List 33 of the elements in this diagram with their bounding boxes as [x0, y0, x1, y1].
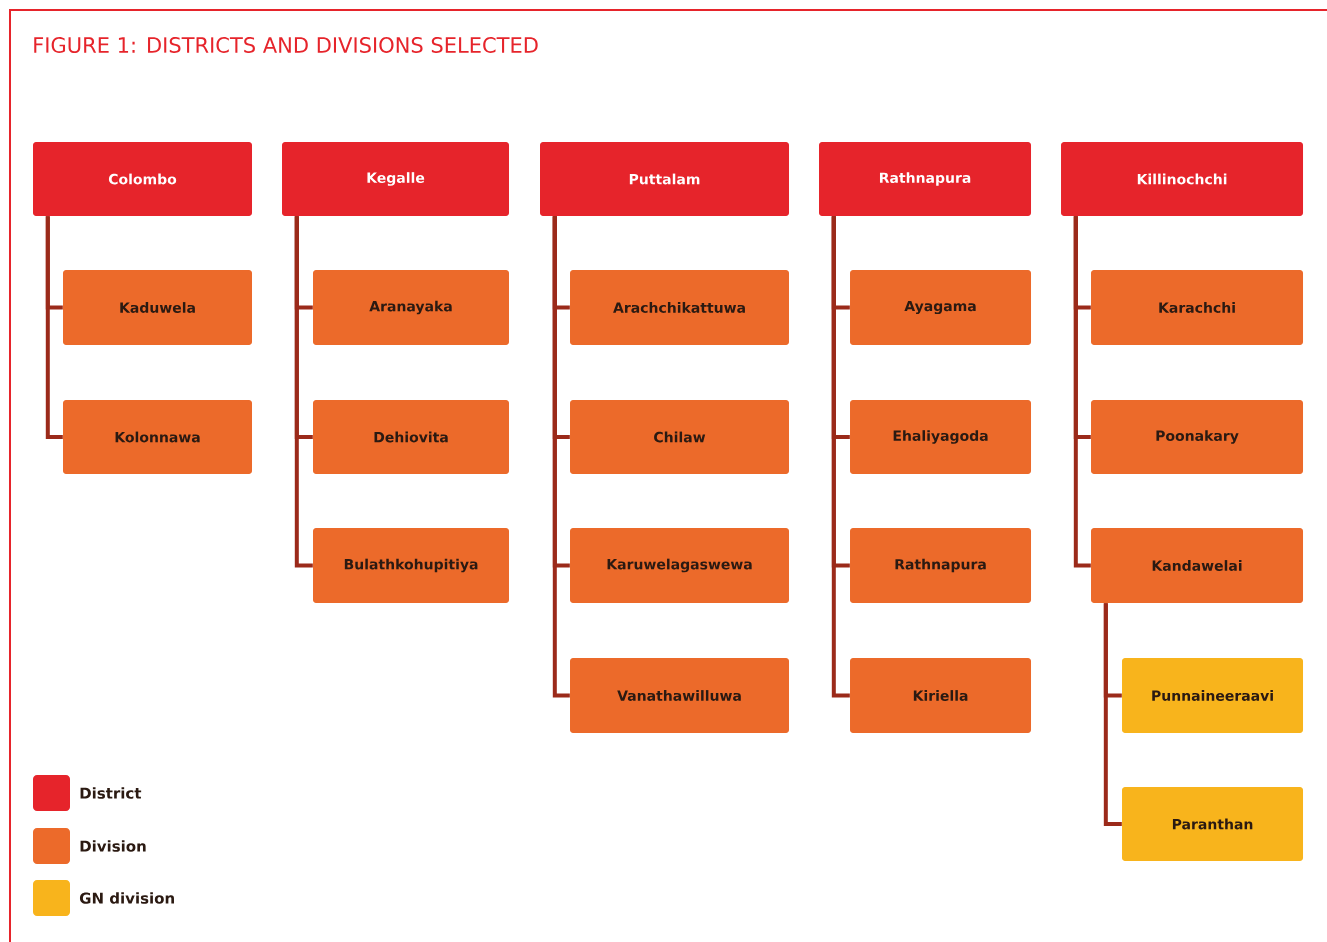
district-box: Puttalam [540, 142, 789, 216]
division-box: Kolonnawa [63, 400, 252, 474]
connector-line [1103, 603, 1122, 826]
district-box: Kegalle [282, 142, 509, 216]
division-box: Vanathawilluwa [570, 658, 789, 733]
figure-title: FIGURE 1: DISTRICTS AND DIVISIONS SELECTED [34, 37, 538, 53]
division-box: Karachchi [1091, 270, 1303, 345]
district-box: Rathnapura [819, 142, 1031, 216]
division-box: Arachchikattuwa [570, 270, 789, 345]
district-box: Colombo [33, 142, 252, 216]
division-box: Ayagama [850, 270, 1031, 345]
division-box: Kiriella [850, 658, 1031, 733]
legend-label: Division [80, 840, 146, 852]
division-box: Rathnapura [850, 528, 1031, 603]
connector-line [831, 216, 850, 698]
division-box: Bulathkohupitiya [313, 528, 509, 603]
connector-line [294, 216, 313, 568]
legend-label: GN division [79, 892, 174, 904]
gn-division-box: Punnaineeraavi [1122, 658, 1303, 733]
division-box: Poonakary [1091, 400, 1303, 474]
connector-line [552, 216, 570, 698]
division-box: Aranayaka [313, 270, 509, 345]
connector-line [1073, 216, 1091, 568]
division-box: Ehaliyagoda [850, 400, 1031, 474]
division-box: Kandawelai [1091, 528, 1303, 603]
division-box: Kaduwela [63, 270, 252, 345]
division-box: Chilaw [570, 400, 789, 474]
connector-line [45, 216, 63, 439]
division-box: Dehiovita [313, 400, 509, 474]
division-box: Karuwelagaswewa [570, 528, 789, 603]
legend-label: District [80, 787, 142, 799]
district-box: Killinochchi [1061, 142, 1303, 216]
gn-division-box: Paranthan [1122, 787, 1303, 861]
